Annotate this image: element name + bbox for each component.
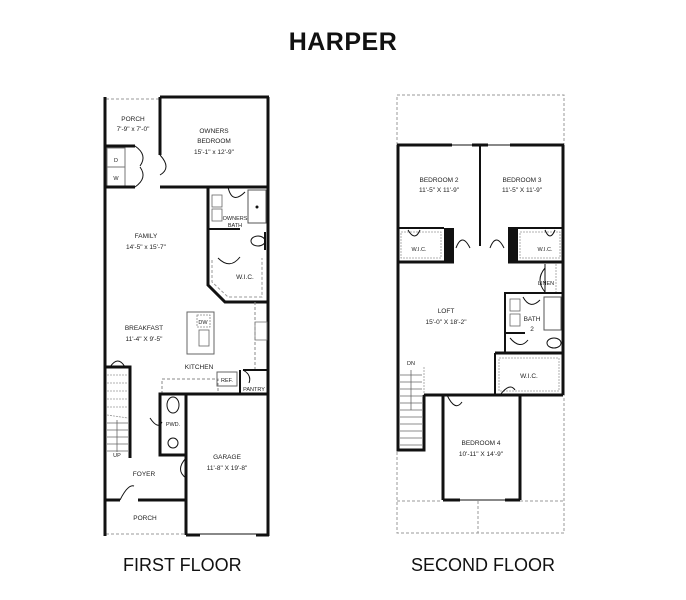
porch-rear-dims: 7'-9" x 7'-0" (117, 126, 150, 133)
family-label: FAMILY (135, 233, 158, 240)
kitchen-label: KITCHEN (185, 364, 214, 371)
breakfast-label: BREAKFAST (125, 325, 163, 332)
bedroom4-label: BEDROOM 4 (461, 440, 500, 447)
wic-center-label: W.I.C. (520, 373, 538, 380)
first-floor-label: FIRST FLOOR (123, 555, 242, 575)
owners-bedroom-label-1: OWNERS (199, 128, 229, 135)
powder-label: PWD. (166, 422, 181, 428)
bath2-label-2: 2 (530, 326, 534, 333)
owners-bedroom-dims: 15'-1" x 12'-9" (194, 149, 235, 156)
breakfast-dims: 11'-4" X 9'-5" (126, 336, 164, 343)
bedroom2-dims: 11'-5" X 11'-9" (419, 187, 460, 194)
loft-dims: 15'-0" X 18'-2" (425, 319, 467, 326)
bedroom2-label: BEDROOM 2 (419, 177, 458, 184)
first-floor-plan (103, 95, 270, 537)
pantry-label: PANTRY (243, 387, 265, 393)
ref-label: REF. (221, 378, 233, 384)
washer-label: W (113, 176, 119, 182)
family-dims: 14'-5" x 15'-7" (126, 244, 167, 251)
wic-right-label: W.I.C. (538, 247, 553, 253)
garage-label: GARAGE (213, 454, 241, 461)
loft-label: LOFT (438, 308, 455, 315)
linen-label: LINEN (538, 281, 554, 287)
second-floor-label: SECOND FLOOR (411, 555, 556, 575)
bedroom3-label: BEDROOM 3 (502, 177, 541, 184)
second-floor-plan (396, 94, 565, 534)
plan-title: HARPER (288, 28, 398, 56)
foyer-label: FOYER (133, 471, 156, 478)
stairs-up-label: UP (113, 453, 121, 459)
dishwasher-label: DW (198, 320, 208, 326)
porch-rear-label: PORCH (121, 116, 145, 123)
owners-bedroom-label-2: BEDROOM (197, 138, 231, 145)
bath2-label-1: BATH (524, 316, 541, 323)
stairs-down-label: DN (407, 361, 415, 367)
owners-bath-label-2: BATH (228, 223, 242, 229)
bedroom4-dims: 10'-11" X 14'-9" (459, 451, 504, 458)
porch-front-label: PORCH (133, 515, 157, 522)
garage-dims: 11'-8" X 19'-8" (207, 465, 248, 472)
bedroom3-dims: 11'-5" X 11'-9" (502, 187, 543, 194)
wic-label: W.I.C. (236, 274, 254, 281)
dryer-label: D (114, 158, 118, 164)
wic-left-label: W.I.C. (412, 247, 427, 253)
owners-bath-label-1: OWNERS (223, 216, 248, 222)
